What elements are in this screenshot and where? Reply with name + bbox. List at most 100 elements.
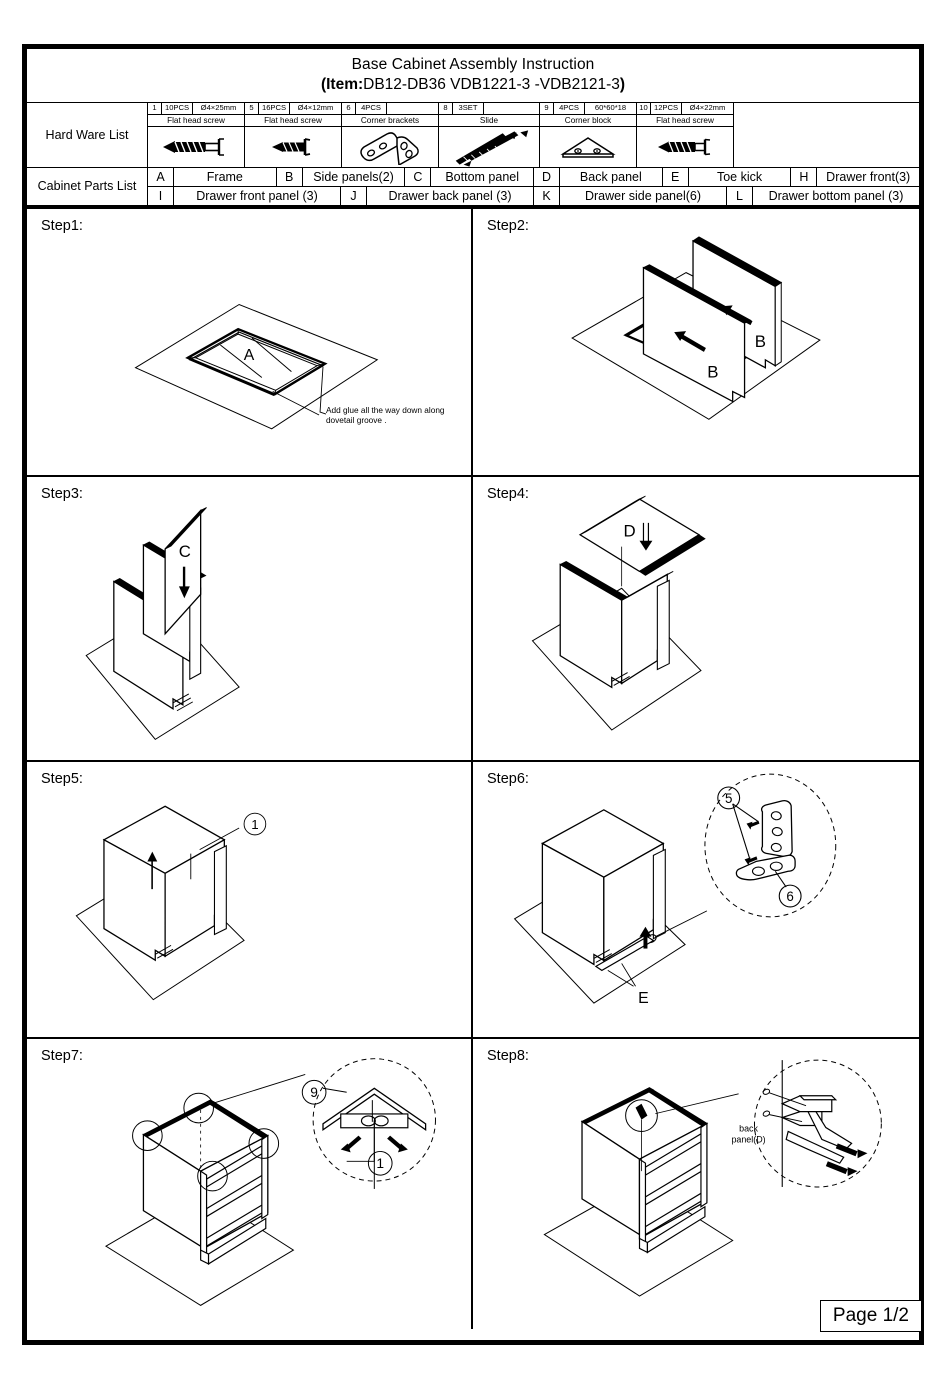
step-2-illustration: B B	[473, 209, 919, 475]
hardware-qty: 3SET	[453, 102, 484, 114]
part-label-B-front: B	[707, 362, 718, 381]
corner-block-icon	[540, 127, 636, 167]
part-key: K	[534, 186, 560, 205]
part-key: I	[148, 186, 174, 205]
hardware-name: Corner brackets	[342, 115, 438, 127]
hardware-name: Flat head screw	[637, 115, 733, 127]
callout-1: 1	[376, 1155, 384, 1171]
hardware-item-1: 1 10PCS Ø4×25mm Flat head screw	[148, 102, 245, 167]
hardware-name: Flat head screw	[148, 115, 244, 127]
back-panel-detail-label-line2: panel(D)	[731, 1134, 765, 1144]
step-1-note-line2: dovetail groove .	[326, 415, 387, 424]
short-flat-head-screw-icon	[245, 127, 341, 167]
hardware-columns: 1 10PCS Ø4×25mm Flat head screw	[148, 102, 919, 167]
step-label: Step5:	[41, 770, 83, 787]
hardware-item-6: 6 4PCS Corner brackets	[342, 102, 439, 167]
item-codes: DB12-DB36 VDB1221-3 -VDB2121-3	[363, 76, 620, 94]
step-label: Step3:	[41, 485, 83, 502]
parts-list-rows: A Frame B Side panels(2) C Bottom panel …	[148, 167, 919, 205]
step-label: Step8:	[487, 1047, 529, 1064]
hardware-meta: 9 4PCS 60*60*18	[540, 102, 636, 115]
part-key: L	[727, 186, 753, 205]
hardware-qty: 16PCS	[259, 102, 290, 114]
parts-row-2: I Drawer front panel (3) J Drawer back p…	[148, 186, 919, 205]
hardware-dim	[484, 103, 539, 114]
step-label: Step1:	[41, 217, 83, 234]
hardware-no: 10	[637, 102, 651, 114]
part-value: Toe kick	[689, 167, 792, 186]
hardware-item-9: 9 4PCS 60*60*18 Corner block	[540, 102, 637, 167]
callout-6: 6	[786, 889, 793, 904]
page-number-box: Page 1/2	[819, 1299, 922, 1332]
step-4-illustration: D	[473, 477, 919, 760]
step-3-illustration: C	[27, 477, 471, 760]
hardware-qty: 4PCS	[356, 102, 387, 114]
instruction-sheet: Base Cabinet Assembly Instruction (Item:…	[22, 44, 924, 1345]
back-panel-detail-label-line1: back	[739, 1123, 758, 1133]
drawer-slide-icon	[439, 127, 539, 167]
hardware-dim	[387, 103, 438, 114]
hardware-qty: 10PCS	[162, 102, 193, 114]
hardware-name: Slide	[439, 115, 539, 127]
hardware-item-8: 8 3SET Slide	[439, 102, 540, 167]
parts-row-1: A Frame B Side panels(2) C Bottom panel …	[148, 167, 919, 187]
part-label-C: C	[179, 541, 191, 560]
step-cell-1: Step1:	[27, 208, 473, 477]
step-cell-4: Step4:	[473, 477, 919, 762]
item-suffix: )	[619, 76, 626, 94]
part-value: Drawer front(3)	[826, 169, 911, 184]
hardware-dim: Ø4×12mm	[297, 103, 334, 113]
step-cell-6: Step6:	[473, 762, 919, 1039]
part-label-D: D	[624, 521, 636, 540]
parts-list-table: Cabinet Parts List A Frame B Side panels…	[27, 167, 919, 209]
step-label: Step7:	[41, 1047, 83, 1064]
hardware-no: 8	[439, 102, 453, 114]
step-label: Step4:	[487, 485, 529, 502]
corner-bracket-icon	[342, 127, 438, 167]
hardware-name: Flat head screw	[245, 115, 341, 127]
callout-5: 5	[725, 790, 732, 805]
part-value: Bottom panel	[431, 167, 535, 186]
part-label-A: A	[244, 346, 255, 363]
hardware-qty: 4PCS	[554, 102, 585, 114]
hardware-no: 1	[148, 102, 162, 114]
step-cell-7: Step7:	[27, 1038, 473, 1329]
hardware-name: Corner block	[540, 115, 636, 127]
part-key: J	[341, 186, 367, 205]
title-block: Base Cabinet Assembly Instruction (Item:…	[27, 49, 919, 103]
step-6-illustration: E	[473, 762, 919, 1037]
step-cell-8: Step8:	[473, 1039, 922, 1332]
hardware-qty: 12PCS	[651, 102, 682, 114]
part-key: B	[277, 167, 303, 186]
step-cell-5: Step5:	[27, 761, 473, 1039]
step-cell-2: Step2:	[473, 209, 919, 477]
hardware-empty-area	[734, 103, 919, 167]
hardware-dim: Ø4×22mm	[689, 103, 726, 113]
hardware-item-5: 5 16PCS Ø4×12mm Flat head screw	[245, 102, 342, 167]
hardware-no: 6	[342, 102, 356, 114]
step-1-note-line1: Add glue all the way down along	[326, 406, 445, 415]
step-1-illustration: A Add glue all the way down along doveta…	[27, 209, 471, 475]
hardware-meta: 8 3SET	[439, 102, 539, 115]
part-key: H	[791, 167, 818, 186]
part-value: Drawer front panel (3)	[174, 186, 341, 205]
hardware-dim: Ø4×25mm	[200, 103, 237, 113]
part-key: A	[148, 167, 174, 186]
hardware-no: 5	[245, 102, 259, 114]
hardware-list-table: Hard Ware List 1 10PCS Ø4×25mm Flat head…	[27, 102, 919, 168]
part-key: E	[663, 167, 689, 186]
step-cell-3: Step3:	[27, 476, 473, 762]
part-label-B-back: B	[755, 331, 766, 350]
long-flat-head-screw-icon	[148, 127, 244, 167]
hardware-dim: 60*60*18	[594, 103, 627, 113]
hardware-meta: 5 16PCS Ø4×12mm	[245, 102, 341, 115]
steps-grid: Step1:	[27, 208, 922, 1332]
part-value: Side panels(2)	[303, 167, 406, 186]
callout-9: 9	[310, 1084, 318, 1100]
step-7-illustration: 9 1	[27, 1039, 471, 1329]
callout-1: 1	[251, 816, 258, 831]
hardware-no: 9	[540, 102, 554, 114]
step-label: Step6:	[487, 770, 529, 787]
parts-list-label: Cabinet Parts List	[27, 167, 148, 205]
part-value: Frame	[174, 167, 277, 186]
